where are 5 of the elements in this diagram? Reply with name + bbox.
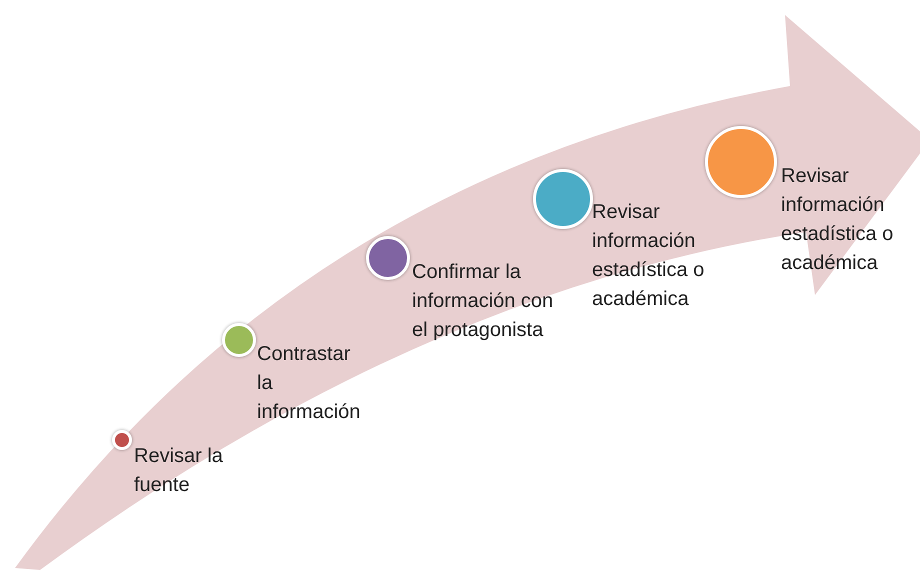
step-label: Revisar información estadística o académica [781,164,894,276]
step-label: Contrastar la información [257,342,362,425]
step-label: Confirmar la información con el protagonista [412,260,554,343]
step-label: Revisar información estadística o académica [592,200,706,312]
step-label: Revisar la fuente [134,444,224,498]
